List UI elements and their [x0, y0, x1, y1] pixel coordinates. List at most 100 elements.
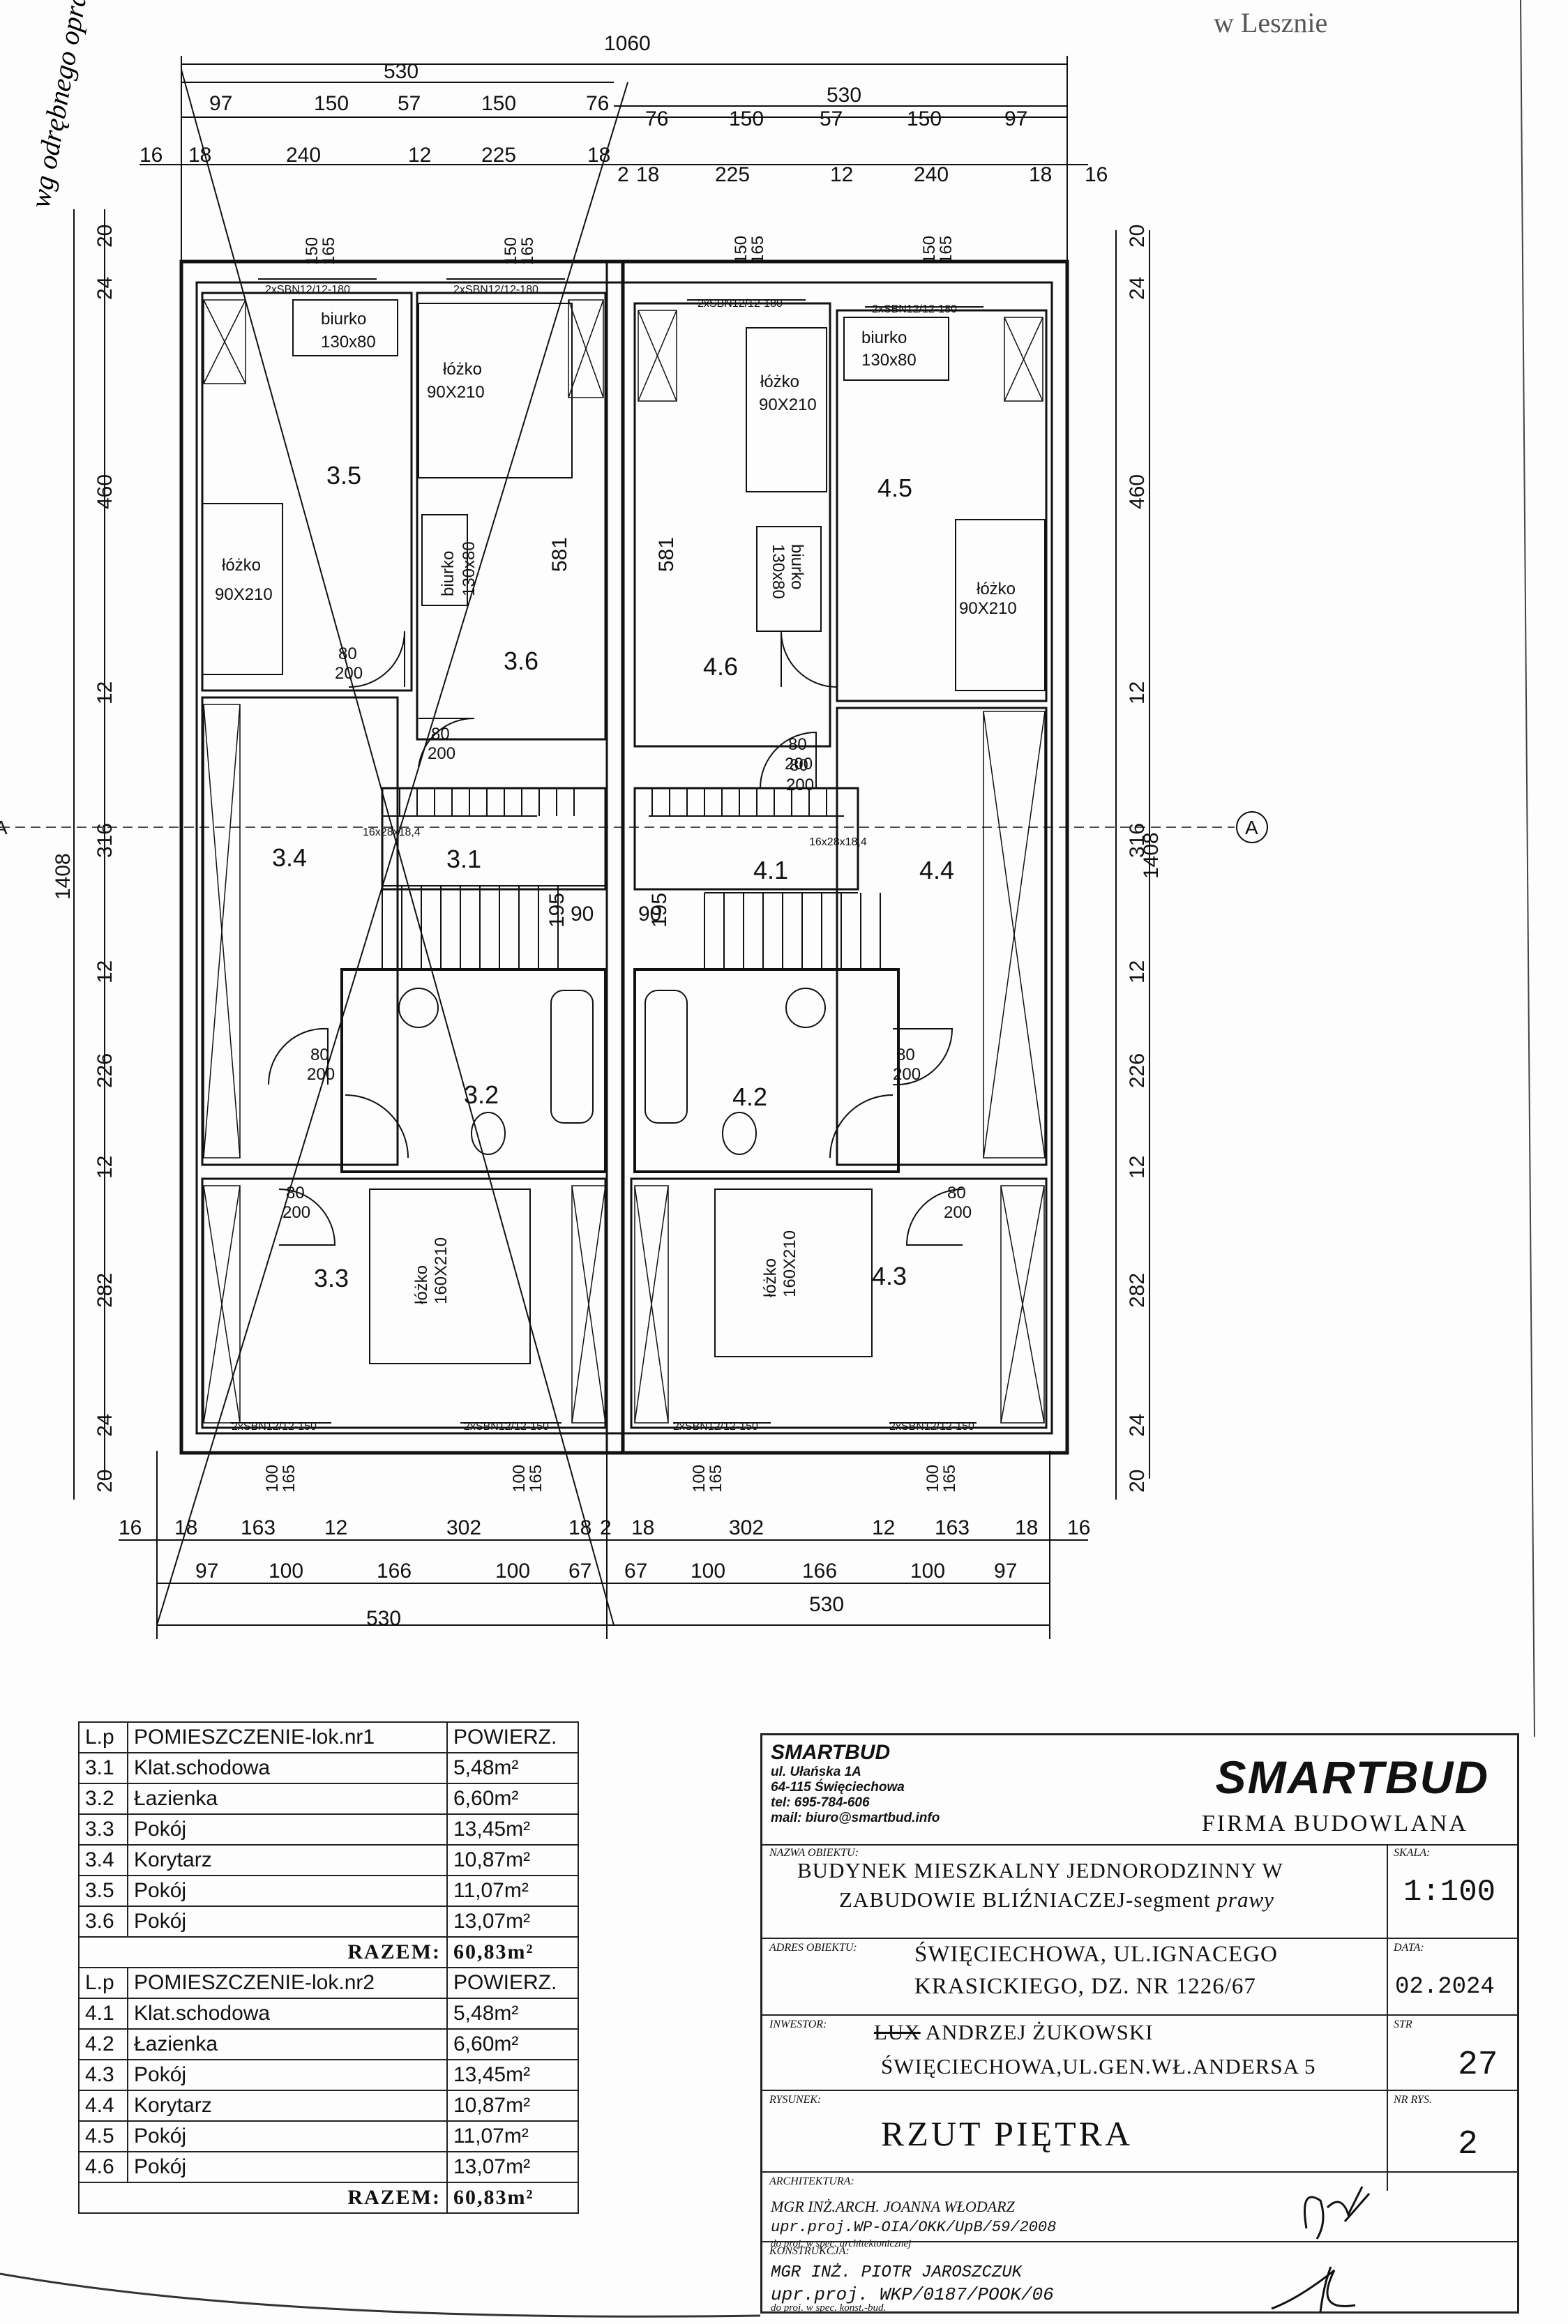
cell-area: 5,48m² — [446, 1752, 579, 1784]
total-value: 60,83m² — [446, 1936, 579, 1968]
cell-lp: 3.3 — [78, 1813, 128, 1846]
door-height-label: 200 — [944, 1203, 972, 1222]
row-construction: KONSTRUKCJA: MGR INŻ. PIOTR JAROSZCZUK u… — [762, 2241, 1517, 2314]
dim-bottom-row2: 97 — [195, 1560, 218, 1583]
door-width-label: 80 — [896, 1046, 915, 1064]
handwritten-note: wg odrębnego opracowania — [24, 0, 110, 211]
dim-half-bottom-right: 530 — [809, 1593, 844, 1616]
engineer-name: MGR INŻ. PIOTR JAROSZCZUK — [771, 2263, 1023, 2282]
dim-top-row2: 18 — [636, 163, 659, 186]
dim-bottom-row1: 302 — [729, 1516, 764, 1539]
cell-room: Łazienka — [127, 2028, 448, 2060]
bed-size-label-r36: 90X210 — [427, 383, 485, 402]
dim-top-row1: 150 — [314, 92, 349, 115]
dim-vertical-left: 24 — [93, 1414, 116, 1437]
window-label-top-1: 2xSBN12/12-180 — [265, 284, 350, 296]
room-label-4-4: 4.4 — [919, 856, 954, 884]
window-label-top-3: 2xSBN12/12-180 — [698, 298, 783, 310]
company-tel: tel: 695-784-606 — [771, 1795, 870, 1810]
dim-bottom-row1: 2 — [600, 1516, 612, 1539]
window-dim-height: 165 — [280, 1465, 299, 1493]
col-area: POWIERZ. — [446, 1721, 579, 1753]
paper-edge — [0, 2272, 761, 2318]
dim-bottom-row1: 163 — [241, 1516, 276, 1539]
dim-top-row1: 97 — [1004, 107, 1027, 130]
bed-label-r45: łóżko — [977, 580, 1016, 598]
window-dim-height: 165 — [707, 1465, 725, 1493]
dim-top-row2: 240 — [286, 144, 321, 167]
company-city: 64-115 Święciechowa — [771, 1780, 905, 1795]
page-value: 27 — [1458, 2046, 1498, 2084]
dim-top-row2: 16 — [1085, 163, 1108, 186]
cell-room: Pokój — [127, 1906, 448, 1938]
drawing-title: RZUT PIĘTRA — [881, 2114, 1133, 2153]
dim-vertical-right: 12 — [1126, 960, 1149, 983]
dim-total-height-left: 1408 — [52, 853, 75, 900]
door-height-label: 200 — [785, 755, 813, 774]
cell-area: 6,60m² — [446, 2028, 579, 2060]
door-height-label: 200 — [786, 776, 814, 794]
dim-bottom-row1: 18 — [1015, 1516, 1038, 1539]
object-caption: NAZWA OBIEKTU: — [769, 1847, 859, 1859]
dim-vertical-left: 24 — [93, 277, 116, 300]
dim-581-right: 581 — [655, 537, 678, 572]
window-dim-height: 165 — [937, 236, 956, 264]
dim-vertical-left: 226 — [93, 1053, 116, 1088]
investor-line-1-wrap: LUX ANDRZEJ ŻUKOWSKI — [874, 2020, 1154, 2045]
dim-top-row2: 2 — [617, 163, 629, 186]
page-cell: STR 27 — [1387, 2016, 1521, 2105]
engineer-license: upr.proj. WKP/0187/POOK/06 — [771, 2284, 1054, 2305]
total-label: RAZEM: — [78, 1936, 448, 1968]
desk-label-r36: biurko — [439, 551, 458, 596]
cell-area: 11,07m² — [446, 2120, 579, 2152]
dim-vertical-left: 20 — [93, 225, 116, 248]
scale-value: 1:100 — [1403, 1875, 1496, 1910]
dim-vertical-left: 12 — [93, 681, 116, 704]
dim-top-row2: 16 — [140, 144, 163, 167]
stairs-label-right: 16x28x18,4 — [809, 836, 867, 848]
window-dim-width: 100 — [690, 1465, 709, 1493]
dim-bottom-row1: 16 — [119, 1516, 142, 1539]
dim-vertical-left: 460 — [93, 474, 116, 509]
dim-vertical-left: 282 — [93, 1273, 116, 1308]
dim-90-right: 90 — [638, 903, 661, 926]
cell-room: Klat.schodowa — [127, 1752, 448, 1784]
desk-size-label: 130x80 — [321, 333, 376, 352]
dim-bottom-row2: 166 — [802, 1560, 837, 1583]
desk-size-label-r45: 130x80 — [861, 351, 917, 370]
dim-top-row1: 57 — [398, 92, 421, 115]
desk-label: biurko — [321, 310, 366, 329]
dim-581-left: 581 — [548, 537, 571, 572]
dim-top-row1: 57 — [820, 107, 843, 130]
table-total-row: RAZEM:60,83m² — [78, 1936, 579, 1968]
date-value: 02.2024 — [1395, 1974, 1495, 2000]
dim-bottom-row1: 163 — [935, 1516, 970, 1539]
dim-top-row1: 150 — [729, 107, 764, 130]
dim-top-row1: 76 — [645, 107, 668, 130]
total-label: RAZEM: — [78, 2182, 448, 2214]
cell-room: Pokój — [127, 2120, 448, 2152]
desk-label-r45: biurko — [861, 329, 907, 347]
dim-195-left: 195 — [545, 893, 568, 928]
axis-label-left: A — [0, 817, 8, 838]
cell-area: 10,87m² — [446, 2090, 579, 2122]
dim-bottom-row1: 12 — [324, 1516, 347, 1539]
window-dim-width: 150 — [732, 236, 751, 264]
engineer-scope: do proj. w spec. konst.-bud. — [771, 2302, 887, 2314]
dim-90-left: 90 — [571, 903, 594, 926]
window-dim-width: 100 — [263, 1465, 282, 1493]
door-height-label: 200 — [307, 1065, 335, 1084]
window-label-bottom-3: 2xSBN12/12-150 — [673, 1421, 758, 1433]
dim-vertical-left: 316 — [93, 823, 116, 858]
room-label-3-5: 3.5 — [326, 461, 361, 490]
object-name-2: ZABUDOWIE BLIŹNIACZEJ-segment — [839, 1887, 1211, 1912]
object-name-2-wrap: ZABUDOWIE BLIŹNIACZEJ-segment prawy — [839, 1887, 1274, 1912]
dim-half-bottom-left: 530 — [366, 1607, 401, 1630]
row-address: ADRES OBIEKTU: ŚWIĘCIECHOWA, UL.IGNACEGO… — [762, 1938, 1517, 2025]
